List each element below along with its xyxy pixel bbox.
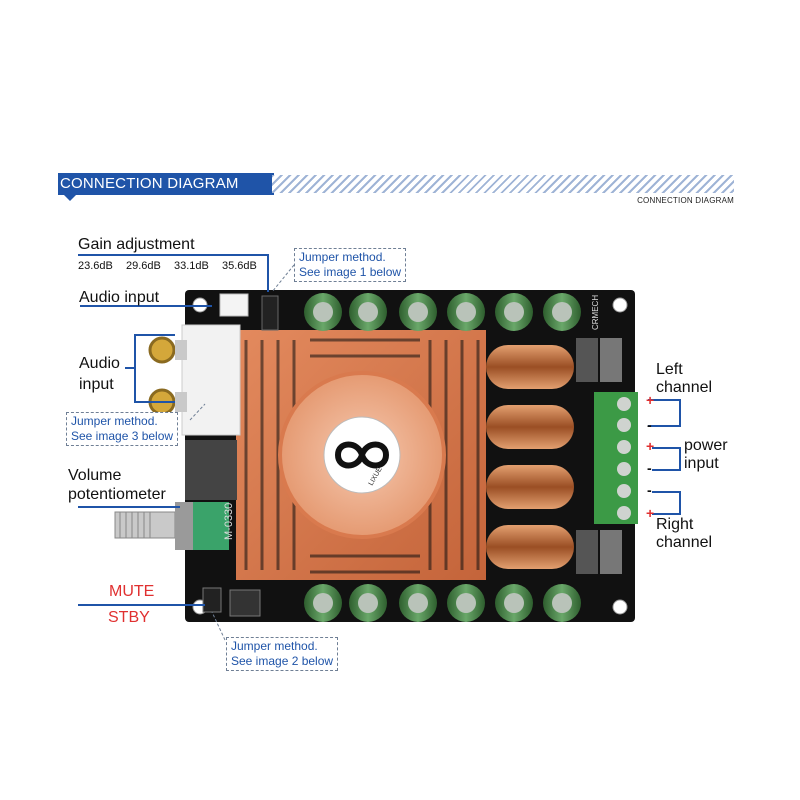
mute-stby-header <box>202 587 222 613</box>
right-channel-label-line1: Right <box>656 516 694 533</box>
diagram-title: CONNECTION DIAGRAM <box>58 173 274 195</box>
mute-label: MUTE <box>109 583 155 600</box>
volume-label-line1: Volume <box>68 467 122 484</box>
top-capacitors <box>304 293 581 331</box>
volume-label-line2: potentiometer <box>68 486 166 503</box>
audio-rca-label-line1: Audio <box>79 355 120 372</box>
stby-label: STBY <box>108 609 150 626</box>
model-marking: M-0330 <box>223 503 235 540</box>
jumper-note-3-line1: Jumper method. <box>71 414 158 428</box>
left-plus-sign: + <box>646 392 655 408</box>
header-hatch-bar <box>272 175 734 193</box>
gain-value-4: 35.6dB <box>222 260 257 272</box>
power-input-label-line1: power <box>684 437 728 454</box>
gain-value-1: 23.6dB <box>78 260 113 272</box>
brand-marking: CRMECH <box>591 295 600 330</box>
jumper-note-image-1: Jumper method. See image 1 below <box>294 248 407 282</box>
speaker-power-terminal <box>594 392 638 524</box>
gain-adjustment-label: Gain adjustment <box>78 236 195 253</box>
heatsink: LIXUE <box>236 330 486 580</box>
bottom-capacitors <box>304 584 581 622</box>
jumper-note-image-2: Jumper method. See image 2 below <box>226 637 339 671</box>
audio-rca-label-line2: input <box>79 376 114 393</box>
gain-jumper-header <box>261 295 279 331</box>
power-plus-sign: + <box>646 438 655 454</box>
left-channel-label-line1: Left <box>656 361 683 378</box>
jumper-note-2-line1: Jumper method. <box>231 639 318 653</box>
audio-input-label: Audio input <box>79 289 160 306</box>
right-plus-sign: + <box>646 505 655 521</box>
pointer-lines <box>78 254 681 606</box>
audio-input-connector <box>219 293 249 317</box>
jumper-note-2-line2: See image 2 below <box>231 654 334 668</box>
inductor-coils <box>486 345 574 569</box>
jumper-note-1-line2: See image 1 below <box>299 265 402 279</box>
rca-jack-1 <box>148 336 176 364</box>
power-minus-sign: - <box>647 460 652 476</box>
jumper-note-3-line2: See image 3 below <box>71 429 174 443</box>
power-input-label-line2: input <box>684 455 719 472</box>
left-minus-sign: - <box>647 417 652 433</box>
left-channel-label-line2: channel <box>656 379 713 396</box>
jumper-note-image-3: Jumper method. See image 3 below <box>66 412 179 446</box>
diagram-subtitle: CONNECTION DIAGRAM <box>637 196 734 205</box>
header-pointer-icon <box>64 195 76 201</box>
gain-value-2: 29.6dB <box>126 260 161 272</box>
jumper-note-1-line1: Jumper method. <box>299 250 386 264</box>
gain-value-3: 33.1dB <box>174 260 209 272</box>
right-minus-sign: - <box>647 482 652 498</box>
volume-potentiometer <box>114 502 229 550</box>
right-channel-label-line2: channel <box>656 534 713 551</box>
